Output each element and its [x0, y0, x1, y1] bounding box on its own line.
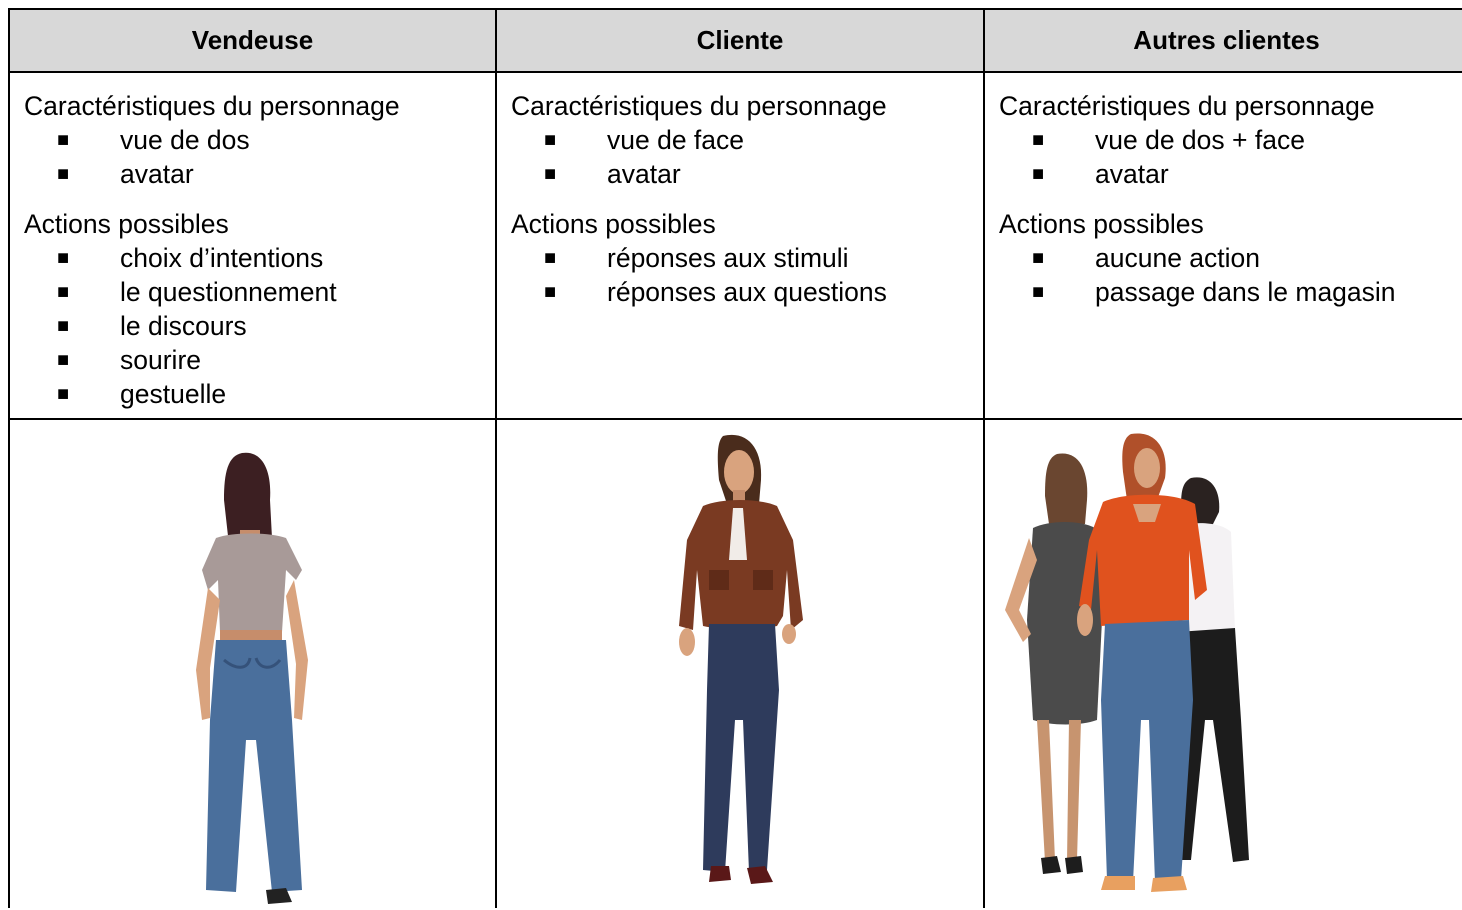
- image-cell-vendeuse: [10, 420, 495, 910]
- list-item: ■ avatar: [999, 157, 1462, 191]
- list-item-text: vue de dos + face: [1095, 125, 1305, 155]
- bullet-icon: ■: [1032, 163, 1045, 185]
- list-item: ■ réponses aux stimuli: [511, 241, 983, 275]
- bullet-icon: ■: [57, 281, 70, 303]
- bullet-icon: ■: [1032, 129, 1045, 151]
- header-cell-vendeuse: Vendeuse: [10, 10, 495, 71]
- table-border-left: [8, 8, 10, 908]
- actions-list: ■ choix d’intentions ■ le questionnement ■…: [24, 241, 495, 411]
- characteristics-title: Caractéristiques du personnage: [24, 91, 400, 121]
- list-item-text: avatar: [1095, 159, 1169, 189]
- bullet-icon: ■: [57, 247, 70, 269]
- list-item-text: le questionnement: [120, 277, 337, 307]
- list-item: ■ le questionnement: [24, 275, 495, 309]
- list-item: ■ réponses aux questions: [511, 275, 983, 309]
- bullet-icon: ■: [57, 163, 70, 185]
- bullet-icon: ■: [57, 315, 70, 337]
- image-cell-cliente: [497, 420, 983, 910]
- list-item: ■ vue de dos + face: [999, 123, 1462, 157]
- column-header: Cliente: [696, 25, 784, 55]
- list-item: ■ vue de face: [511, 123, 983, 157]
- list-item: ■ sourire: [24, 343, 495, 377]
- bullet-icon: ■: [544, 163, 557, 185]
- list-item: ■ gestuelle: [24, 377, 495, 411]
- characteristics-list: ■ vue de dos + face ■ avatar: [999, 123, 1462, 191]
- list-item: ■ le discours: [24, 309, 495, 343]
- characteristics-list: ■ vue de face ■ avatar: [511, 123, 983, 191]
- text-cell-cliente: Caractéristiques du personnage ■ vue de f…: [497, 73, 983, 418]
- list-item-text: vue de face: [607, 125, 745, 155]
- list-item: ■ choix d’intentions: [24, 241, 495, 275]
- characteristics-title: Caractéristiques du personnage: [511, 91, 887, 121]
- list-item-text: avatar: [607, 159, 681, 189]
- list-item-text: aucune action: [1095, 243, 1261, 273]
- list-item-text: réponses aux questions: [607, 277, 887, 307]
- saleswoman-back-view-image: [196, 452, 308, 904]
- characteristics-title: Caractéristiques du personnage: [999, 91, 1375, 121]
- client-front-view-image: [679, 434, 803, 884]
- list-item: ■ avatar: [511, 157, 983, 191]
- bullet-icon: ■: [544, 281, 557, 303]
- actions-title: Actions possibles: [511, 209, 716, 239]
- header-cell-autres-clientes: Autres clientes: [985, 10, 1462, 71]
- row-separator: [8, 418, 1462, 420]
- list-item-text: gestuelle: [120, 379, 227, 409]
- image-cell-autres-clientes: [985, 420, 1462, 910]
- bullet-icon: ■: [57, 349, 70, 371]
- actions-title: Actions possibles: [999, 209, 1204, 239]
- bullet-icon: ■: [544, 129, 557, 151]
- bullet-icon: ■: [1032, 247, 1045, 269]
- list-item: ■ vue de dos: [24, 123, 495, 157]
- list-item-text: réponses aux stimuli: [607, 243, 849, 273]
- character-table: Vendeuse Cliente Autres clientes Caracté…: [8, 8, 1462, 908]
- column-separator-1: [495, 8, 497, 908]
- list-item: ■ avatar: [24, 157, 495, 191]
- column-separator-2: [983, 8, 985, 908]
- list-item: ■ aucune action: [999, 241, 1462, 275]
- list-item-text: choix d’intentions: [120, 243, 324, 273]
- text-cell-autres-clientes: Caractéristiques du personnage ■ vue de d…: [985, 73, 1462, 418]
- bullet-icon: ■: [57, 129, 70, 151]
- bullet-icon: ■: [1032, 281, 1045, 303]
- bullet-icon: ■: [57, 383, 70, 405]
- list-item: ■ passage dans le magasin: [999, 275, 1462, 309]
- bullet-icon: ■: [544, 247, 557, 269]
- actions-list: ■ aucune action ■ passage dans le magasin: [999, 241, 1462, 309]
- header-cell-cliente: Cliente: [497, 10, 983, 71]
- list-item-text: passage dans le magasin: [1095, 277, 1396, 307]
- column-header: Vendeuse: [191, 25, 314, 55]
- column-header: Autres clientes: [1133, 25, 1320, 55]
- characteristics-list: ■ vue de dos ■ avatar: [24, 123, 495, 191]
- other-clients-group-image: [1005, 433, 1249, 892]
- text-cell-vendeuse: Caractéristiques du personnage ■ vue de d…: [10, 73, 495, 418]
- actions-title: Actions possibles: [24, 209, 229, 239]
- list-item-text: avatar: [120, 159, 194, 189]
- table-border-top: [8, 8, 1462, 10]
- actions-list: ■ réponses aux stimuli ■ réponses aux ques…: [511, 241, 983, 309]
- list-item-text: sourire: [120, 345, 202, 375]
- header-separator: [8, 71, 1462, 73]
- list-item-text: le discours: [120, 311, 247, 341]
- list-item-text: vue de dos: [120, 125, 250, 155]
